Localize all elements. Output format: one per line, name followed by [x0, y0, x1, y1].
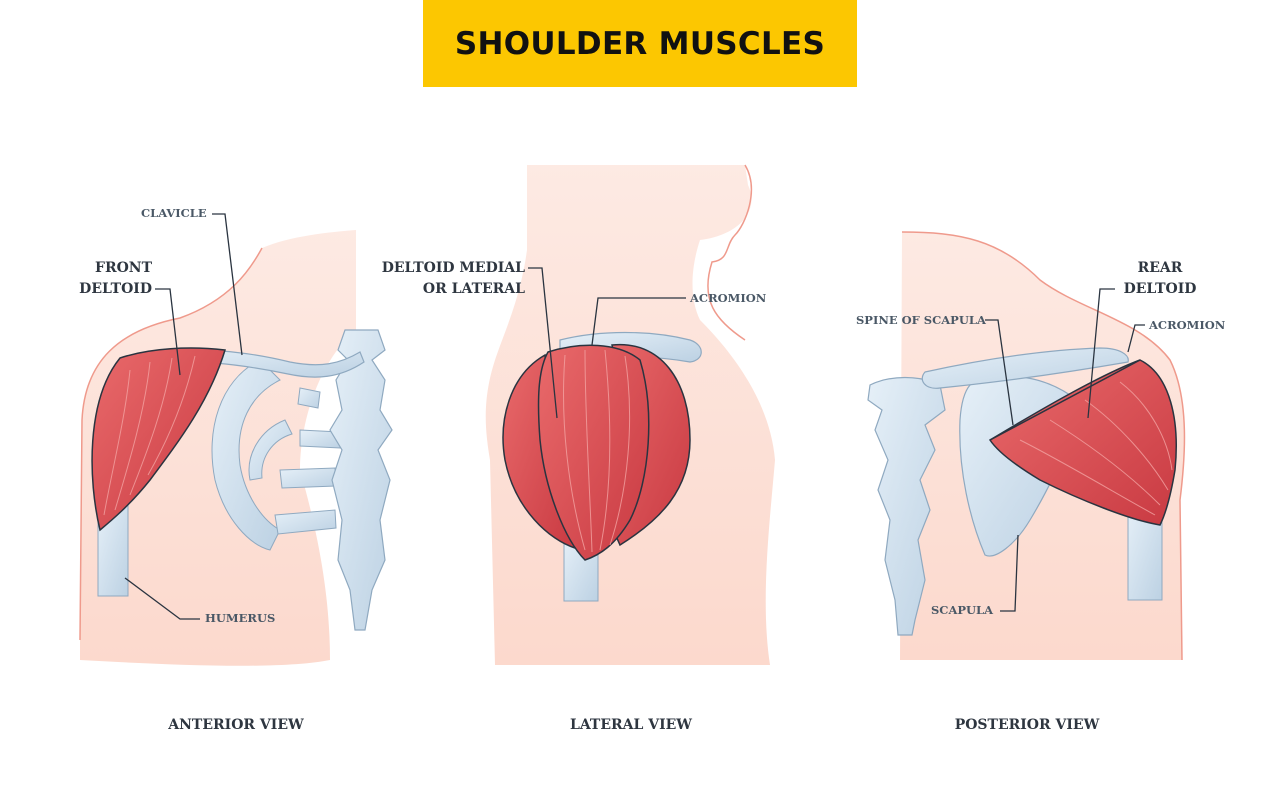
- anterior-front-deltoid: [91, 347, 226, 532]
- posterior-spine-of-scapula: [921, 347, 1129, 389]
- caption-anterior-view: ANTERIOR VIEW: [168, 717, 304, 733]
- leader-humerus: [124, 577, 200, 620]
- page-title: SHOULDER MUSCLES: [454, 25, 826, 62]
- leader-lines: [124, 213, 1145, 620]
- leader-scapula: [1000, 534, 1019, 612]
- posterior-rear-deltoid: [988, 359, 1177, 526]
- anterior-rib-cage: [211, 359, 341, 551]
- label-humerus: HUMERUS: [205, 611, 276, 625]
- label-front-deltoid-line2: DELTOID: [79, 281, 152, 297]
- leader-clavicle: [212, 213, 243, 356]
- posterior-view-figure: [867, 231, 1186, 661]
- caption-lateral-view: LATERAL VIEW: [569, 717, 693, 733]
- label-deltoid-medial: DELTOID MEDIAL OR LATERAL: [370, 258, 525, 300]
- label-front-deltoid: FRONT DELTOID: [70, 258, 152, 300]
- leader-spine-of-scapula: [985, 319, 1014, 426]
- leader-rear-deltoid: [1087, 288, 1115, 419]
- posterior-spine: [867, 376, 946, 636]
- label-deltoid-medial-line1: DELTOID MEDIAL: [381, 260, 525, 276]
- lateral-view-figure: [485, 164, 775, 665]
- leader-deltoid-medial: [528, 267, 558, 419]
- label-acromion-lateral: ACROMION: [690, 291, 767, 305]
- anterior-sternum: [329, 329, 393, 631]
- anterior-view-figure: [79, 230, 393, 666]
- label-rear-deltoid-line1: REAR: [1137, 260, 1183, 276]
- leader-acromion-lateral: [591, 297, 686, 346]
- label-clavicle: CLAVICLE: [141, 206, 207, 220]
- title-banner: SHOULDER MUSCLES: [423, 0, 857, 87]
- label-rear-deltoid: REAR DELTOID: [1115, 258, 1205, 300]
- caption-posterior-view: POSTERIOR VIEW: [954, 717, 1100, 733]
- label-rear-deltoid-line2: DELTOID: [1123, 281, 1197, 297]
- label-spine-of-scapula: SPINE OF SCAPULA: [856, 313, 986, 327]
- leader-acromion-posterior: [1127, 324, 1145, 353]
- label-front-deltoid-line1: FRONT: [95, 260, 152, 276]
- label-acromion-posterior: ACROMION: [1149, 318, 1226, 332]
- label-scapula: SCAPULA: [931, 603, 994, 617]
- label-deltoid-medial-line2: OR LATERAL: [422, 281, 525, 297]
- leader-front-deltoid: [155, 288, 181, 376]
